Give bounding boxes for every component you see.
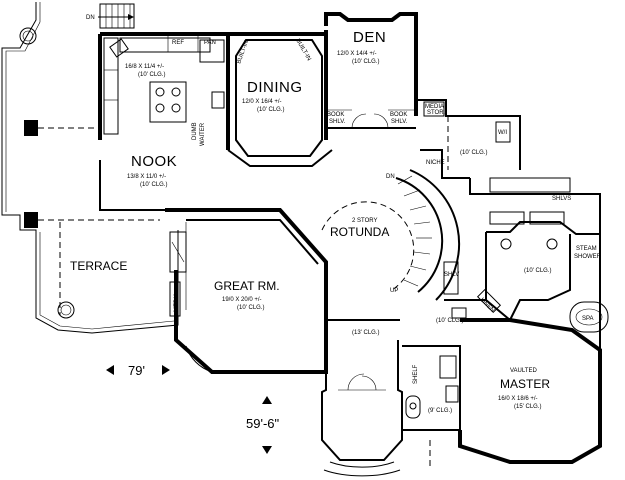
dimension-depth: 59'-6"	[246, 396, 280, 454]
arrow-down-icon	[262, 446, 272, 454]
shlvs-label: SHLVS	[552, 196, 571, 202]
niche-label: NICHE	[426, 160, 445, 166]
terrace-name: TERRACE	[70, 259, 127, 273]
spa-label: SPA	[582, 316, 594, 322]
dumb-waiter-label-1: DUMB	[192, 122, 198, 140]
nook-name: NOOK	[131, 153, 177, 170]
depth-dimension: 59'-6"	[246, 416, 280, 431]
clg-13: (13' CLG.)	[352, 330, 380, 336]
dining-ceiling: (10' CLG.)	[257, 107, 285, 113]
steam-label-1: STEAM	[576, 246, 597, 252]
dumb-waiter-label-2: WAITER	[200, 122, 206, 146]
terrace-deck	[1, 2, 179, 334]
den-name: DEN	[353, 29, 386, 46]
kitchen-ceiling: (10' CLG.)	[138, 72, 166, 78]
dn-stair-label: DN	[386, 174, 395, 180]
master-name: MASTER	[500, 377, 550, 391]
book-shlv-2a: BOOK	[390, 112, 407, 118]
media-stor-area: MEDIA STOR. W/I NICHE (10' CLG.)	[416, 99, 521, 179]
rotunda-name: ROTUNDA	[330, 225, 389, 239]
master-walls: SHLVS (10' CLG.) STEAM SHOWER SPA LINEN …	[443, 177, 609, 464]
media-label: MEDIA	[174, 293, 180, 312]
nook-ceiling: (10' CLG.)	[140, 182, 168, 188]
rotunda: DN UP	[321, 169, 461, 301]
master-sub: VAULTED	[510, 368, 537, 374]
den-walls: BOOK SHLV. BOOK SHLV.	[324, 12, 418, 129]
built-in-label-2: BUILT-IN	[294, 38, 311, 62]
nook-dims: 13/8 X 11/0 +/-	[127, 174, 166, 180]
entry-walls: (13' CLG.) (10' CLG.)	[321, 318, 464, 477]
stair-top: DN	[86, 3, 135, 29]
shelf-label: SHELF	[413, 364, 419, 384]
media-stor-label-1: MEDIA	[425, 104, 444, 110]
shlv-label: SHLV	[444, 272, 459, 278]
dn-top-label: DN	[86, 15, 95, 21]
up-stair-label: UP	[390, 288, 398, 294]
media-stor-label-2: STOR.	[427, 110, 446, 116]
great-room-name: GREAT RM.	[214, 279, 280, 293]
master-ceiling: (15' CLG.)	[514, 404, 542, 410]
arrow-left-icon	[106, 365, 114, 375]
ref-label: REF	[172, 40, 184, 46]
book-shlv-2b: SHLV.	[391, 119, 408, 125]
room-labels: 16/8 X 11/4 +/- (10' CLG.) NOOK 13/8 X 1…	[70, 29, 550, 410]
dimension-width: 79'	[106, 363, 170, 378]
clg-9: (9' CLG.)	[428, 408, 452, 414]
dining-dims: 12/0 X 16/4 +/-	[242, 99, 282, 105]
kitchen-dims: 16/8 X 11/4 +/-	[125, 64, 164, 70]
clg-10-a: (10' CLG.)	[460, 150, 488, 156]
kitchen-walls: REF PAN DUMB WAITER	[98, 32, 230, 211]
book-shlv-1b: SHLV.	[329, 119, 346, 125]
book-shlv-1a: BOOK	[327, 112, 344, 118]
den-dims: 12/0 X 14/4 +/-	[337, 51, 377, 57]
width-dimension: 79'	[128, 363, 145, 378]
steam-label-2: SHOWER	[574, 254, 602, 260]
clg-10-c: (10' CLG.)	[524, 268, 552, 274]
wi-label: W/I	[498, 130, 507, 136]
great-room-dims: 19/0 X 20/0 +/-	[222, 297, 262, 303]
arrow-up-icon	[262, 396, 272, 404]
clg-10-b: (10' CLG.)	[436, 318, 464, 324]
dining-name: DINING	[247, 79, 303, 96]
den-ceiling: (10' CLG.)	[352, 59, 380, 65]
powder-walls: SHELF (9' CLG.)	[402, 345, 461, 470]
arrow-right-icon	[162, 365, 170, 375]
pan-label: PAN	[204, 40, 216, 46]
great-room-ceiling: (10' CLG.)	[237, 305, 265, 311]
master-dims: 16/0 X 18/6 +/-	[498, 396, 538, 402]
dining-walls: BUILT-IN BUILT-IN	[227, 30, 333, 167]
rotunda-sub: 2 STORY	[352, 218, 377, 224]
